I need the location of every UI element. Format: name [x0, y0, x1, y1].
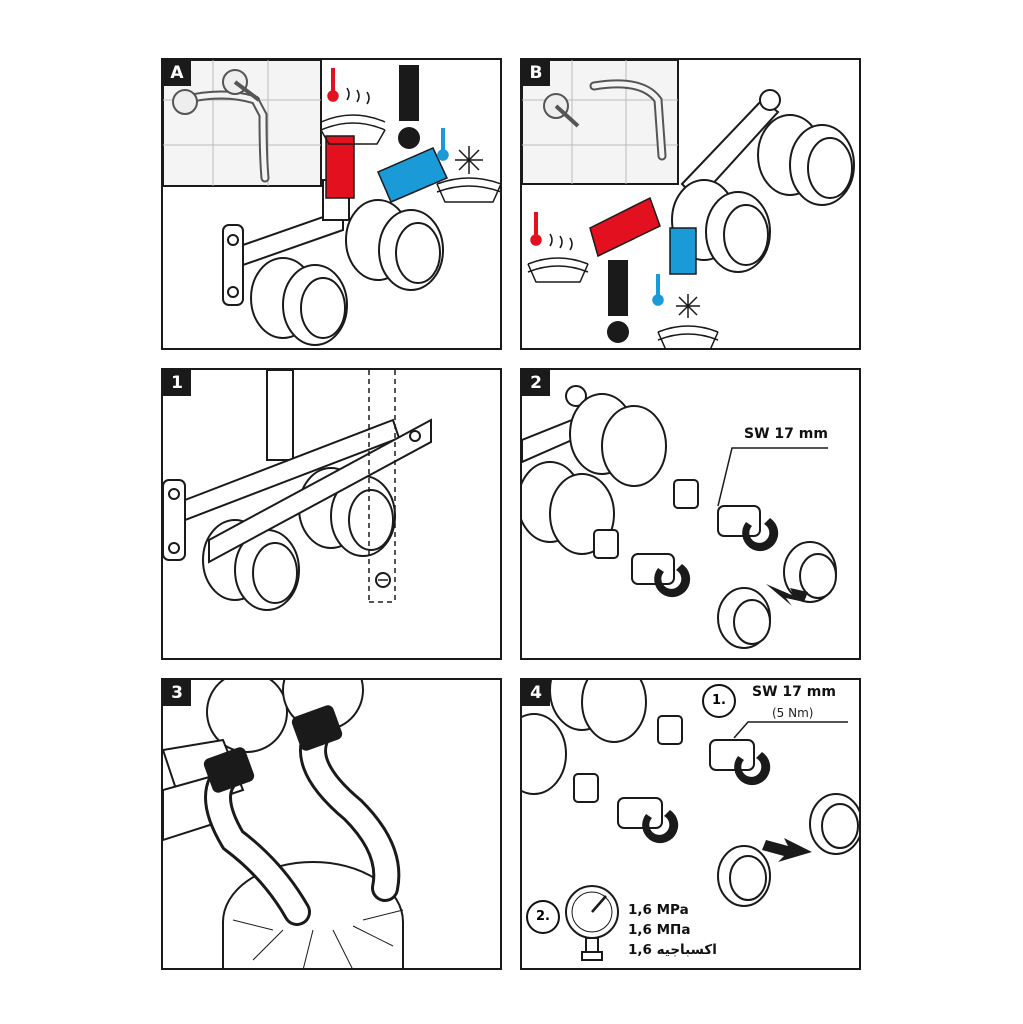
panel-step-1: 1 — [161, 368, 502, 660]
valve-body — [671, 89, 855, 273]
pressure-label-arabic: 1,6 اکسباجیه — [628, 942, 717, 958]
panel-step-3: 3 — [161, 678, 502, 970]
hot-pipe — [589, 196, 661, 258]
cold-pipe — [669, 227, 697, 275]
pressure-label-latin: 1,6 MPa — [628, 902, 689, 918]
torque-label: (5 Nm) — [772, 706, 814, 720]
hot-water-icon — [527, 212, 589, 283]
wrench-icon — [654, 518, 779, 598]
panel-label: B — [522, 60, 550, 86]
panel-label: 4 — [522, 680, 550, 706]
callout-line — [733, 721, 848, 739]
panel-label: A — [163, 60, 191, 86]
water-splash — [232, 909, 404, 968]
vertical-pipe — [266, 370, 294, 461]
panel-label: 3 — [163, 680, 191, 706]
mounting-template — [208, 418, 432, 564]
panel-2-illustration — [522, 385, 837, 649]
hot-water-icon — [320, 68, 386, 145]
nipple-upper — [673, 479, 699, 509]
panel-a-illustration — [163, 60, 500, 346]
valve-insert-upper — [717, 505, 761, 537]
step-2-marker: 2. — [526, 900, 560, 934]
cold-water-icon — [652, 274, 719, 348]
valve-insert-lower — [631, 553, 675, 585]
nipple-lower — [573, 773, 599, 803]
pressure-label-cyrillic: 1,6 МПа — [628, 922, 691, 938]
wrench-size-label: SW 17 mm — [752, 684, 836, 700]
panel-a: A — [161, 58, 502, 350]
panel-label: 2 — [522, 370, 550, 396]
inset-tiled-wall — [163, 60, 322, 187]
cold-water-icon — [436, 128, 500, 203]
cold-pipe — [377, 147, 449, 203]
panel-3-illustration — [163, 680, 404, 968]
nipple-lower — [593, 529, 619, 559]
hot-pipe — [325, 135, 355, 199]
valve-insert-upper — [709, 739, 755, 771]
panel-step-4: 4 1. SW 17 mm (5 Nm) — [520, 678, 861, 970]
nipple-upper — [657, 715, 683, 745]
warning-icon — [398, 65, 420, 149]
arrow-icon — [762, 838, 812, 862]
wrench-icon — [642, 752, 771, 844]
panel-label: 1 — [163, 370, 191, 396]
panel-b-illustration — [522, 60, 855, 348]
step-1-marker: 1. — [702, 684, 736, 718]
hose-fittings — [203, 705, 343, 793]
wrench-size-label: SW 17 mm — [744, 426, 828, 442]
panel-4-illustration — [522, 680, 859, 961]
panel-b: B — [520, 58, 861, 350]
arrow-icon — [766, 584, 808, 606]
valve-body — [222, 179, 444, 346]
callout-line — [717, 447, 828, 507]
pressure-gauge-icon — [565, 885, 619, 961]
panel-step-2: 2 SW 17 mm — [520, 368, 861, 660]
mounting-guide — [368, 370, 396, 603]
valve-insert-lower — [617, 797, 663, 829]
warning-icon — [607, 260, 629, 343]
panel-1-illustration — [163, 370, 432, 611]
